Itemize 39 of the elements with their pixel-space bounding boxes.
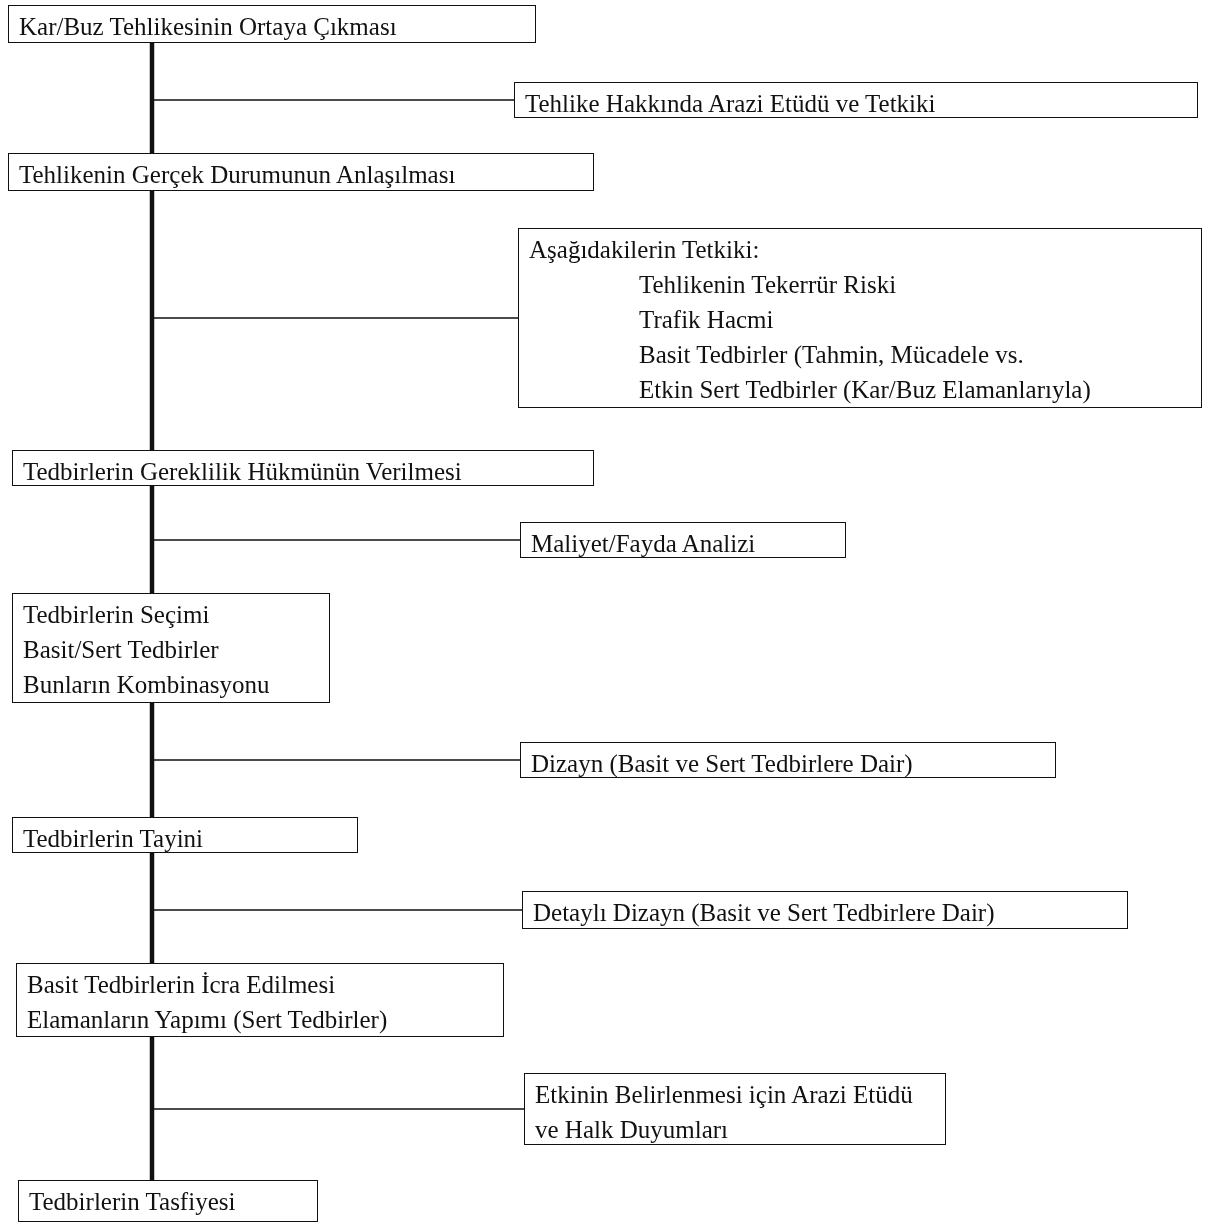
box-text: Dizayn (Basit ve Sert Tedbirlere Dair) — [531, 749, 913, 779]
process-box — [8, 5, 536, 43]
box-text: Detaylı Dizayn (Basit ve Sert Tedbirlere Dair) — [533, 898, 995, 929]
box-text: Aşağıdakilerin Tetkiki: — [529, 235, 760, 265]
box-text: Maliyet/Fayda Analizi — [531, 529, 756, 559]
process-box — [518, 228, 1202, 408]
process-box — [12, 450, 594, 486]
process-box — [520, 522, 846, 558]
process-box — [12, 817, 358, 853]
box-text: Tehlikenin Tekerrür Riski — [638, 270, 897, 300]
box-text: Trafik Hacmi — [638, 305, 774, 335]
box-text: Etkinin Belirlenmesi için Arazi Etüdü ve Halk Duyumları — [535, 1080, 914, 1145]
box-text: Etkin Sert Tedbirler (Kar/Buz Elamanlarıyla) — [638, 375, 1091, 406]
process-box — [16, 963, 504, 1037]
connector-line — [149, 486, 155, 593]
process-box — [520, 742, 1056, 778]
process-box — [12, 593, 330, 703]
process-box — [18, 1180, 318, 1222]
connector-line — [149, 1037, 155, 1180]
box-text: Tehlikenin Gerçek Durumunun Anlaşılması — [19, 160, 456, 190]
box-text: Tedbirlerin Seçimi — [23, 600, 210, 630]
process-box — [524, 1073, 946, 1145]
connector-line — [149, 703, 155, 817]
box-text: Elamanların Yapımı (Sert Tedbirler) — [27, 1005, 388, 1036]
connector-line — [149, 853, 155, 963]
box-text: Tedbirlerin Tayini — [23, 824, 204, 854]
box-text: Kar/Buz Tehlikesinin Ortaya Çıkması — [19, 12, 397, 42]
box-text: Basit/Sert Tedbirler — [23, 635, 219, 665]
process-box — [522, 891, 1128, 929]
process-box — [8, 153, 594, 191]
box-text: Basit Tedbirlerin İcra Edilmesi — [27, 970, 336, 1000]
box-text: Tehlike Hakkında Arazi Etüdü ve Tetkiki — [525, 89, 936, 119]
box-text: Bunların Kombinasyonu — [23, 670, 270, 700]
process-box — [514, 82, 1198, 118]
connector-line — [149, 191, 155, 450]
box-text: Tedbirlerin Gereklilik Hükmünün Verilmesi — [23, 457, 462, 487]
box-text: Basit Tedbirler (Tahmin, Mücadele vs. — [638, 340, 1024, 370]
connector-line — [149, 43, 155, 153]
box-text: Tedbirlerin Tasfiyesi — [29, 1187, 236, 1217]
